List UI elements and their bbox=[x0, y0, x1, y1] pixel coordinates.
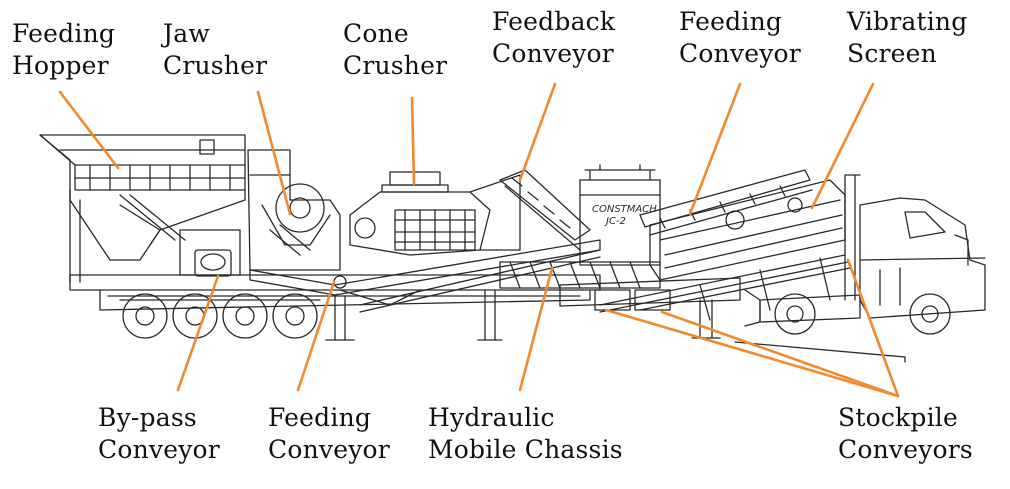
leader-feeding-conveyor-top bbox=[688, 82, 742, 216]
label-vibrating-screen: Vibrating Screen bbox=[847, 6, 967, 70]
brand-name-text: CONSTMACH bbox=[592, 204, 657, 215]
constmach-housing bbox=[579, 164, 661, 266]
label-stockpile-conveyors: Stockpile Conveyors bbox=[838, 402, 973, 466]
label-line: Stockpile bbox=[838, 403, 958, 432]
label-bypass-conveyor: By-pass Conveyor bbox=[98, 402, 220, 466]
label-line: Vibrating bbox=[847, 7, 968, 36]
label-line: Feeding bbox=[268, 403, 372, 432]
label-line: Crusher bbox=[163, 51, 268, 80]
label-line: Feeding bbox=[12, 19, 116, 48]
label-feedback-conveyor: Feedback Conveyor bbox=[492, 6, 615, 70]
label-hydraulic-chassis: Hydraulic Mobile Chassis bbox=[428, 402, 623, 466]
label-line: Crusher bbox=[343, 51, 448, 80]
leader-feeding-conveyor-bottom bbox=[296, 280, 336, 392]
label-line: Hydraulic bbox=[428, 403, 555, 432]
label-feeding-conveyor-bottom: Feeding Conveyor bbox=[268, 402, 390, 466]
leader-stockpile-2 bbox=[660, 310, 900, 398]
leader-jaw-crusher bbox=[256, 90, 292, 216]
label-feeding-conveyor-top: Feeding Conveyor bbox=[679, 6, 801, 70]
jaw-crusher bbox=[247, 149, 341, 271]
chassis-wheels bbox=[119, 293, 321, 339]
label-line: Conveyor bbox=[98, 435, 220, 464]
brand-plate: CONSTMACH JC-2 bbox=[592, 204, 657, 227]
ground-ramp bbox=[734, 341, 906, 363]
label-line: Feeding bbox=[679, 7, 783, 36]
label-line: By-pass bbox=[98, 403, 197, 432]
label-line: Screen bbox=[847, 39, 937, 68]
vibrating-screen bbox=[649, 174, 861, 321]
label-jaw-crusher: Jaw Crusher bbox=[163, 18, 267, 82]
leader-bypass-conveyor bbox=[176, 274, 220, 392]
label-line: Feedback bbox=[492, 7, 616, 36]
bypass-conveyor-roller bbox=[194, 249, 232, 277]
feedback-conveyor bbox=[499, 169, 591, 251]
label-cone-crusher: Cone Crusher bbox=[343, 18, 447, 82]
truck-tractor bbox=[744, 197, 986, 335]
label-line: Hopper bbox=[12, 51, 109, 80]
label-line: Conveyors bbox=[838, 435, 973, 464]
label-line: Conveyor bbox=[679, 39, 801, 68]
label-line: Cone bbox=[343, 19, 409, 48]
leader-stockpile-1 bbox=[604, 308, 900, 398]
leader-feeding-hopper bbox=[58, 90, 120, 170]
label-line: Jaw bbox=[163, 19, 210, 48]
leader-cone-crusher bbox=[410, 96, 416, 186]
label-line: Mobile Chassis bbox=[428, 435, 623, 464]
leader-stockpile-3 bbox=[846, 258, 900, 398]
label-feeding-hopper: Feeding Hopper bbox=[12, 18, 115, 82]
brand-model-text: JC-2 bbox=[604, 216, 626, 227]
label-line: Conveyor bbox=[492, 39, 614, 68]
cone-crusher bbox=[349, 171, 521, 256]
label-line: Conveyor bbox=[268, 435, 390, 464]
leader-hydraulic-chassis bbox=[518, 266, 554, 392]
stockpile-conveyors bbox=[594, 254, 851, 313]
feeding-hopper bbox=[39, 134, 246, 283]
leader-feedback-conveyor bbox=[518, 82, 557, 182]
leader-vibrating-screen bbox=[810, 82, 875, 210]
